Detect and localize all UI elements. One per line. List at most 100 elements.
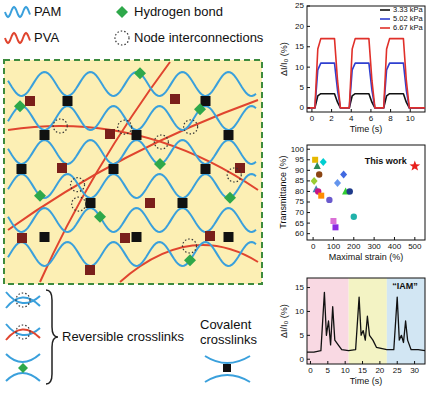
tick-label: 0 bbox=[300, 103, 304, 112]
tick-label: 80 bbox=[295, 187, 304, 196]
hydrogen-bond bbox=[34, 190, 46, 202]
tick-label: 200 bbox=[347, 242, 360, 251]
tick-label: 20 bbox=[375, 366, 384, 375]
tick-mark bbox=[307, 87, 310, 88]
data-point bbox=[318, 193, 324, 199]
covalent-crosslink bbox=[40, 232, 50, 242]
pam-sample bbox=[6, 354, 40, 362]
tick-mark bbox=[370, 109, 371, 112]
tick-mark bbox=[333, 237, 334, 240]
covalent-crosslink bbox=[86, 198, 96, 208]
hydrogen-bond bbox=[154, 158, 166, 170]
response-curve bbox=[307, 292, 425, 352]
tick-mark bbox=[307, 180, 310, 181]
tick-label: 10 bbox=[341, 366, 350, 375]
hydrogen-bond bbox=[14, 100, 26, 112]
phase-band bbox=[307, 278, 349, 364]
legend-label: Reversible crosslinks bbox=[62, 330, 184, 345]
legend-label: 3.33 kPa bbox=[393, 6, 423, 15]
tick-label: 0 bbox=[310, 114, 314, 123]
data-point bbox=[311, 177, 318, 185]
star-point bbox=[410, 161, 421, 171]
tick-mark bbox=[307, 212, 310, 213]
particle bbox=[105, 129, 115, 139]
pam-chain bbox=[8, 72, 256, 96]
covalent-crosslink bbox=[201, 164, 211, 174]
node-interconnection bbox=[184, 120, 198, 134]
tick-label: 100 bbox=[327, 242, 340, 251]
axis-title: Time (s) bbox=[350, 124, 383, 134]
tick-mark bbox=[307, 335, 310, 336]
plot-frame bbox=[307, 278, 425, 364]
legend-label: 5.02 kPa bbox=[393, 15, 423, 24]
legend-label: PVA bbox=[34, 31, 59, 46]
data-point bbox=[330, 218, 336, 224]
tick-label: 400 bbox=[388, 242, 401, 251]
tick-label: 4 bbox=[349, 114, 353, 123]
tick-mark bbox=[307, 223, 310, 224]
particle bbox=[120, 233, 130, 243]
hydrogen-bond bbox=[134, 67, 146, 79]
tick-label: 5 bbox=[300, 83, 304, 92]
tick-label: 300 bbox=[367, 242, 380, 251]
tick-mark bbox=[310, 361, 311, 364]
hydrogen-bond bbox=[94, 211, 106, 223]
tick-label: 90 bbox=[295, 166, 304, 175]
tick-mark bbox=[327, 361, 328, 364]
tick-label: 100 bbox=[291, 145, 304, 154]
particle bbox=[145, 198, 155, 208]
charts bbox=[307, 6, 425, 364]
axis-title: ΔI/I₀ (%) bbox=[279, 42, 289, 76]
tick-label: 5 bbox=[326, 366, 330, 375]
data-point bbox=[351, 214, 357, 220]
data-point bbox=[312, 157, 318, 163]
tick-mark bbox=[311, 109, 312, 112]
axis-title: ΔI/I₀ (%) bbox=[279, 304, 289, 338]
tick-mark bbox=[351, 109, 352, 112]
node-interconnection bbox=[183, 239, 197, 253]
particle bbox=[205, 231, 215, 241]
pam-sample bbox=[6, 373, 40, 381]
legend-label: 6.67 kPa bbox=[393, 24, 423, 33]
tick-mark bbox=[307, 6, 310, 7]
tick-label: 2 bbox=[329, 114, 333, 123]
tick-mark bbox=[394, 237, 395, 240]
tick-mark bbox=[307, 26, 310, 27]
covalent-crosslink bbox=[109, 164, 119, 174]
tick-mark bbox=[397, 361, 398, 364]
network bbox=[8, 62, 258, 282]
tick-label: 85 bbox=[295, 176, 304, 185]
pam-chain bbox=[8, 242, 256, 266]
tick-mark bbox=[410, 109, 411, 112]
tick-label: 15 bbox=[295, 283, 304, 292]
network-region bbox=[4, 60, 262, 284]
particle bbox=[57, 163, 67, 173]
covalent-crosslink bbox=[132, 130, 142, 140]
node-interconnection bbox=[115, 31, 129, 45]
tick-mark bbox=[313, 237, 314, 240]
tick-mark bbox=[307, 149, 310, 150]
tick-mark bbox=[414, 237, 415, 240]
hydrogen-bond bbox=[116, 6, 128, 18]
plot-frame bbox=[307, 145, 425, 240]
pam-chain bbox=[8, 174, 256, 198]
pva-chain bbox=[8, 126, 258, 190]
covalent-crosslink bbox=[63, 96, 73, 106]
legend-label: Node interconnections bbox=[134, 31, 263, 46]
axis-title: Maximal strain (%) bbox=[329, 252, 404, 262]
node-interconnection bbox=[154, 135, 168, 149]
legend-line bbox=[380, 18, 390, 20]
tick-label: 95 bbox=[295, 155, 304, 164]
annotation: “IAM” bbox=[392, 281, 418, 291]
covalent-crosslink bbox=[224, 130, 234, 140]
tick-label: 8 bbox=[388, 114, 392, 123]
tick-label: 70 bbox=[295, 208, 304, 217]
tick-label: 0 bbox=[311, 242, 315, 251]
particle bbox=[85, 265, 95, 275]
plot-frame bbox=[307, 6, 425, 112]
covalent-crosslink bbox=[132, 232, 142, 242]
tick-mark bbox=[307, 67, 310, 68]
tick-mark bbox=[390, 109, 391, 112]
tick-label: 0 bbox=[308, 366, 312, 375]
